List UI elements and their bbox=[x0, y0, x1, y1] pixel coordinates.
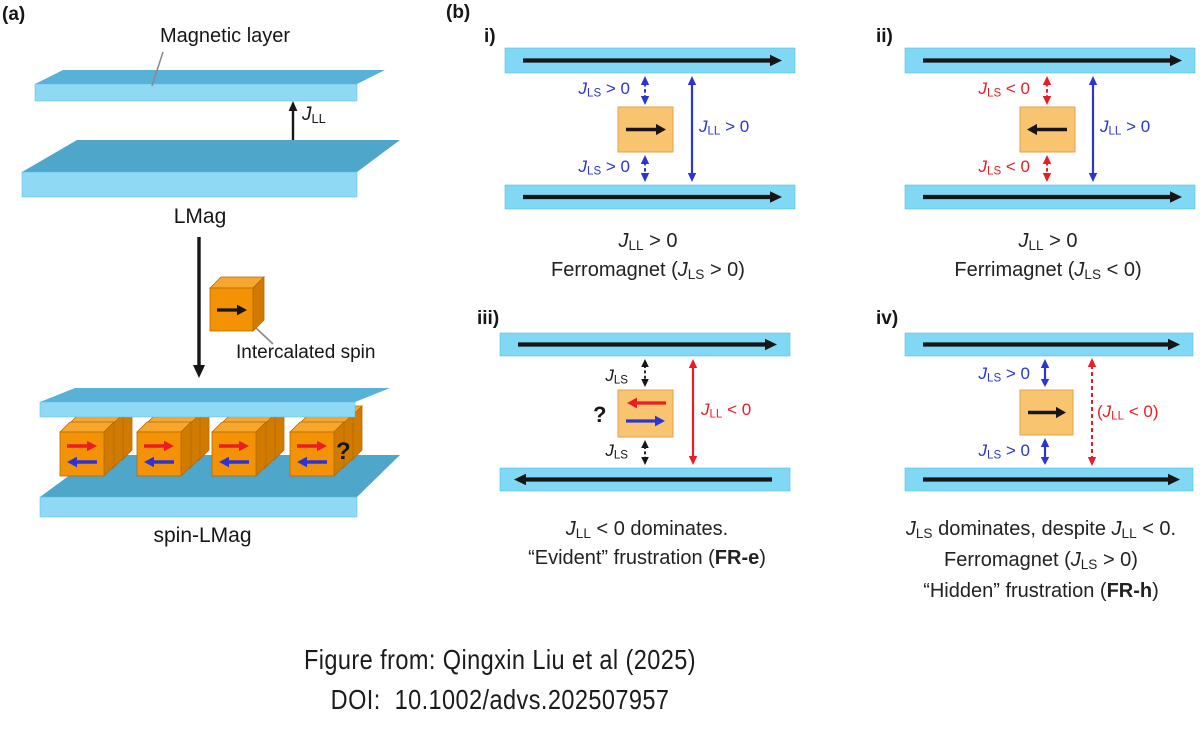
jls-coupling-bottom-dashed-red bbox=[1042, 155, 1052, 182]
jll-coupling-solid-blue bbox=[687, 76, 697, 182]
intercalated-spin-cube bbox=[209, 276, 265, 332]
subpanel-i-art bbox=[504, 47, 796, 210]
jls-coupling-top-dashed-red bbox=[1042, 76, 1052, 105]
citation-source-line: Figure from: Qingxin Liu et al (2025) bbox=[303, 644, 697, 675]
spin-lmag-label: spin-LMag bbox=[153, 524, 252, 547]
caption-line: JLL > 0 bbox=[1018, 230, 1078, 253]
caption-line: JLL < 0 dominates. bbox=[565, 518, 729, 541]
panel-a-art bbox=[21, 51, 400, 518]
caption-line: Ferromagnet (JLS > 0) bbox=[944, 548, 1138, 572]
subpanel-iii-caption: JLL < 0 dominates. “Evident” frustration… bbox=[494, 517, 800, 571]
caption-line: JLL > 0 bbox=[618, 230, 678, 253]
figure-citation: Figure from: Qingxin Liu et al (2025) DO… bbox=[0, 640, 1000, 720]
subpanel-ii-caption: JLL > 0 Ferrimagnet (JLS < 0) bbox=[895, 229, 1200, 287]
citation-doi-line: DOI: 10.1002/advs.202507957 bbox=[330, 684, 670, 715]
intercalated-spin-leader-line bbox=[255, 327, 274, 345]
jls-bottom-label-ii: JLS < 0 bbox=[978, 157, 1030, 178]
jls-top-label-iii: JLS bbox=[605, 366, 628, 387]
question-mark-iii: ? bbox=[593, 402, 607, 427]
intercalated-spin-label: Intercalated spin bbox=[236, 342, 376, 363]
jls-coupling-bottom-dashed-black bbox=[641, 440, 649, 465]
jll-coupling-solid-red bbox=[688, 359, 698, 465]
jls-bottom-label-iv: JLS > 0 bbox=[978, 441, 1030, 462]
intercalation-down-arrow bbox=[193, 237, 205, 378]
jll-label-ii: JLL > 0 bbox=[1100, 117, 1151, 138]
subpanel-iii-tag: iii) bbox=[477, 308, 500, 329]
jls-top-label-ii: JLS < 0 bbox=[978, 79, 1030, 100]
caption-line: Ferromagnet (JLS > 0) bbox=[551, 258, 745, 282]
question-mark-panel-a: ? bbox=[336, 438, 351, 465]
subpanel-iv-caption: JLS dominates, despite JLL < 0. Ferromag… bbox=[874, 516, 1200, 604]
caption-line: “Evident” frustration (FR-e) bbox=[528, 546, 766, 569]
jls-top-label-iv: JLS > 0 bbox=[978, 364, 1030, 385]
panel-a-label: (a) bbox=[2, 4, 26, 25]
magnetic-layer-top-slab bbox=[34, 70, 385, 102]
caption-line: JLS dominates, despite JLL < 0. bbox=[905, 518, 1177, 541]
caption-line: “Hidden” frustration (FR-h) bbox=[923, 579, 1159, 602]
magnetic-layer-label: Magnetic layer bbox=[160, 25, 291, 47]
subpanel-iv-art bbox=[904, 332, 1194, 492]
jls-coupling-top-dashed-black bbox=[641, 359, 649, 387]
jll-label-iv: (JLL < 0) bbox=[1097, 402, 1159, 423]
subpanel-iii-art bbox=[499, 332, 791, 492]
jls-coupling-top-solid-blue bbox=[1040, 359, 1050, 387]
jls-coupling-bottom-solid-blue bbox=[1040, 438, 1050, 465]
jls-bottom-label-iii: JLS bbox=[605, 441, 628, 462]
subpanel-ii-tag: ii) bbox=[876, 26, 893, 47]
jll-coupling-solid-blue bbox=[1088, 76, 1098, 182]
caption-line: Ferrimagnet (JLS < 0) bbox=[954, 258, 1142, 282]
jls-coupling-bottom-dashed-blue bbox=[640, 155, 650, 182]
magnetic-layer-bottom-slab bbox=[21, 140, 400, 198]
lmag-label: LMag bbox=[173, 205, 227, 228]
jll-label-iii: JLL < 0 bbox=[701, 400, 752, 421]
jll-label-i: JLL > 0 bbox=[699, 117, 750, 138]
intercalated-spin-square bbox=[617, 389, 674, 438]
jll-label-panel-a: JLL bbox=[302, 104, 326, 126]
jls-bottom-label-i: JLS > 0 bbox=[578, 157, 630, 178]
subpanel-i-caption: JLL > 0 Ferromagnet (JLS > 0) bbox=[495, 229, 801, 287]
subpanel-i-tag: i) bbox=[484, 26, 496, 47]
panel-b-art bbox=[499, 47, 1196, 492]
jll-coupling-dashed-red bbox=[1087, 358, 1097, 466]
magnetic-layer-leader-line bbox=[151, 51, 164, 87]
subpanel-iv-tag: iv) bbox=[876, 308, 899, 329]
panel-b-label: (b) bbox=[446, 2, 471, 23]
jls-coupling-top-dashed-blue bbox=[640, 76, 650, 105]
jls-top-label-i: JLS > 0 bbox=[578, 79, 630, 100]
subpanel-ii-art bbox=[904, 47, 1196, 210]
spin-lmag-top-slab bbox=[39, 388, 390, 418]
